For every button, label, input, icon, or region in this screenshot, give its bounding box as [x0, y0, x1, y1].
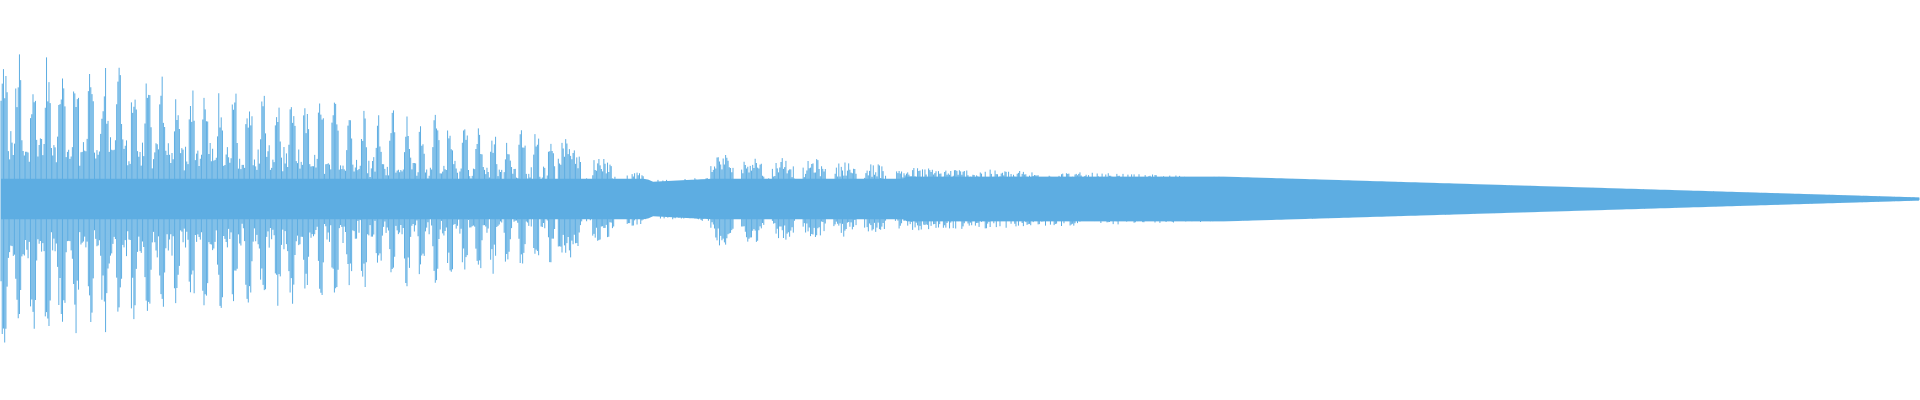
- waveform-core: [1, 176, 1919, 222]
